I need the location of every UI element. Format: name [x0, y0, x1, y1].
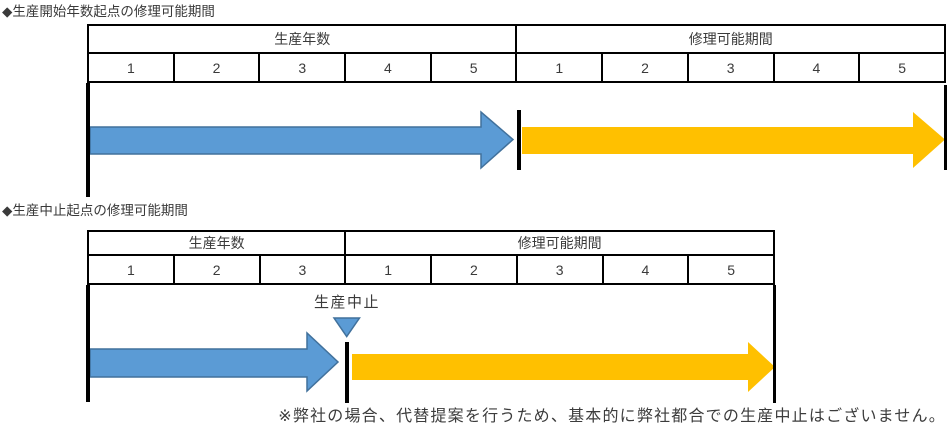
- year-cell: 3: [515, 254, 604, 285]
- year-cell: 2: [172, 254, 261, 285]
- right-arrow-icon: [352, 342, 775, 392]
- diagram1-divider-line: [517, 110, 521, 170]
- diagram2-discontinue-line: [345, 342, 349, 403]
- diagram1-title: ◆生産開始年数起点の修理可能期間: [2, 4, 215, 19]
- diagram1-repair-period-header: 修理可能期間: [515, 24, 946, 54]
- diagram2-production-arrow: [89, 331, 340, 393]
- year-cell: 2: [601, 52, 689, 83]
- diagram2-year-table: 生産年数 修理可能期間 1 2 3 1 2 3 4 5: [86, 230, 775, 285]
- diagram2-left-axis-line: [86, 285, 90, 402]
- diagram2-repair-arrow: [352, 342, 775, 392]
- year-cell: 2: [172, 52, 261, 83]
- diagram1-left-axis-line: [86, 83, 90, 197]
- year-cell: 5: [687, 254, 775, 285]
- year-cell: 2: [430, 254, 518, 285]
- right-arrow-icon: [522, 112, 945, 168]
- diagram2-production-years-header: 生産年数: [86, 230, 347, 256]
- year-cell: 1: [87, 254, 175, 285]
- year-cell: 5: [429, 52, 518, 83]
- diagram2-right-end-line: [773, 285, 776, 403]
- discontinue-label: 生産中止: [313, 294, 381, 311]
- year-cell: 5: [858, 52, 946, 83]
- diagram1-repair-arrow: [522, 112, 945, 168]
- diagram1-year-table: 生産年数 修理可能期間 1 2 3 4 5 1 2 3 4 5: [86, 24, 946, 83]
- footnote-text: ※弊社の場合、代替提案を行うため、基本的に弊社都合での生産中止はございません。: [278, 408, 946, 425]
- diagram2-title: ◆生産中止起点の修理可能期間: [2, 203, 188, 218]
- down-triangle-icon: [332, 317, 361, 338]
- right-arrow-icon: [89, 110, 515, 170]
- year-cell: 3: [258, 52, 347, 83]
- year-cell: 4: [344, 52, 432, 83]
- diagram1-production-arrow: [89, 110, 515, 170]
- diagram2-repair-period-header: 修理可能期間: [344, 230, 775, 256]
- diagram1-production-years-header: 生産年数: [86, 24, 518, 54]
- year-cell: 1: [87, 52, 175, 83]
- discontinue-marker: [332, 317, 361, 338]
- right-arrow-icon: [89, 331, 340, 393]
- diagram1-right-end-line: [944, 85, 947, 170]
- year-cell: 1: [344, 254, 432, 285]
- year-cell: 4: [772, 52, 861, 83]
- year-cell: 4: [601, 254, 690, 285]
- year-cell: 3: [258, 254, 347, 285]
- year-cell: 1: [515, 52, 604, 83]
- year-cell: 3: [686, 52, 775, 83]
